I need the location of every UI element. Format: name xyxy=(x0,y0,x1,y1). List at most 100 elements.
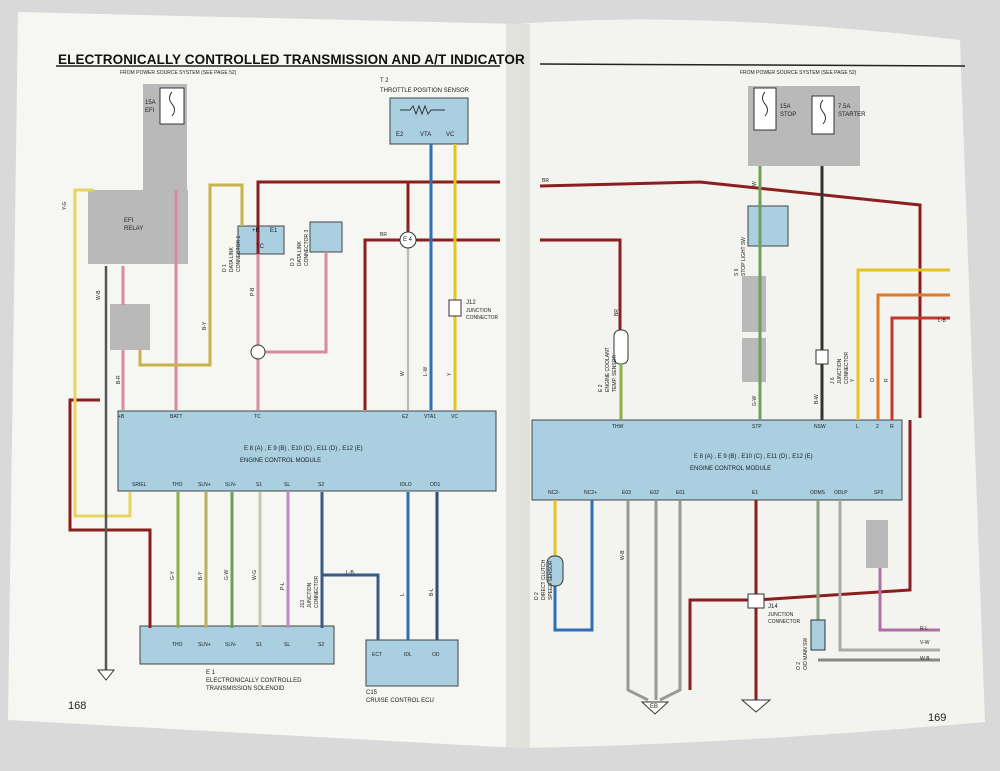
ecm-pin: SL xyxy=(284,482,291,488)
wire-label: Y xyxy=(447,372,453,376)
wire-label: BR xyxy=(614,309,620,316)
stop-switch-code: S 6 xyxy=(734,268,740,276)
dlc3-sub: CONNECTOR 3 xyxy=(304,229,310,266)
wire-label: L-W xyxy=(423,366,429,376)
e4-label: E 4 xyxy=(403,237,413,243)
cruise-code: C15 xyxy=(366,690,378,696)
sensor-pin-vta: VTA xyxy=(420,132,432,138)
ecm-label-right: ENGINE CONTROL MODULE xyxy=(690,466,772,472)
wire-label: V-W xyxy=(920,640,930,646)
dlc3-label: D 3 xyxy=(290,258,296,266)
dlc1-pin-tc: TC xyxy=(256,244,264,250)
wire-label: L-B xyxy=(346,570,354,576)
wire-label: BR xyxy=(380,232,387,238)
stop-switch-name: STOP LIGHT SW xyxy=(741,237,747,276)
ecm-pin: S2 xyxy=(318,482,325,488)
ecm-pin: S1 xyxy=(256,482,263,488)
solenoid-name: ELECTRONICALLY CONTROLLED xyxy=(206,678,302,684)
wire-label: B-Y xyxy=(198,571,204,580)
wire-label: P-B xyxy=(250,287,256,296)
od-switch-code: O 2 xyxy=(796,661,802,670)
j12-code: J12 xyxy=(466,300,476,306)
wire-label: G-Y xyxy=(170,571,176,580)
dlc1-sub: CONNECTOR 1 xyxy=(236,235,242,272)
wire-label: G-W xyxy=(752,395,758,406)
page-number-left: 168 xyxy=(68,700,87,712)
temp-sensor-name: ENGINE COOLANT xyxy=(605,347,611,392)
temp-sensor-code: E 2 xyxy=(598,384,604,392)
wire-label: B-Y xyxy=(202,321,208,330)
ecm-pin: NSW xyxy=(814,424,826,430)
power-note: FROM POWER SOURCE SYSTEM (SEE PAGE 52) xyxy=(120,70,237,76)
ecm-pin: SP2 xyxy=(874,490,884,496)
ecm-pin: IDLO xyxy=(400,482,412,488)
wire-label: P-L xyxy=(280,582,286,590)
ecm-pin: SRIEL xyxy=(132,482,147,488)
fuse-stop: 15A xyxy=(780,104,791,110)
ecm-pin: E1 xyxy=(752,490,759,496)
j14-code: J14 xyxy=(768,604,778,610)
fuse-label: 15A xyxy=(145,100,156,106)
ecm-pin: TC xyxy=(254,414,261,420)
ecm-pin: E01 xyxy=(676,490,685,496)
dlc3-name: DATA LINK xyxy=(297,241,303,266)
ecm-pin: E2 xyxy=(402,414,409,420)
ecm-pin: ODLP xyxy=(834,490,848,496)
j13-sub: CONNECTOR xyxy=(314,575,320,608)
ecm-pin: VC xyxy=(451,414,458,420)
ecm-pin: E03 xyxy=(622,490,631,496)
page-title: ELECTRONICALLY CONTROLLED TRANSMISSION A… xyxy=(58,52,525,67)
j6-code: J 6 xyxy=(830,377,836,384)
j13-code: J13 xyxy=(300,599,306,608)
speed-sensor-name: DIRECT CLUTCH xyxy=(541,559,547,600)
dlc1-pin-b: +B xyxy=(252,228,260,234)
wire-label: Y-G xyxy=(62,201,68,210)
ecm-pin: STP xyxy=(752,424,762,430)
solenoid-pin: S2 xyxy=(318,642,325,648)
ecm-pin: L xyxy=(856,424,859,430)
solenoid-pin: S1 xyxy=(256,642,263,648)
cruise-pin: IDL xyxy=(404,652,412,658)
wire-label: L-B xyxy=(938,318,946,324)
page-number-right: 169 xyxy=(928,712,947,724)
cruise-pin: OD xyxy=(432,652,440,658)
ecm-pin: BATT xyxy=(170,414,183,420)
wire-label: B-L xyxy=(429,588,435,596)
speed-sensor-code: D 2 xyxy=(534,592,540,600)
wire-label: W-B xyxy=(620,550,626,560)
ecm-pin: 2 xyxy=(876,424,879,430)
sensor-pin-e2: E2 xyxy=(396,132,404,138)
solenoid-pin: SLN+ xyxy=(198,642,211,648)
ecm-pin: THO xyxy=(172,482,183,488)
relay-label: EFI xyxy=(124,218,134,224)
ecm-pin: SLN+ xyxy=(198,482,211,488)
fuse-starter-sub: STARTER xyxy=(838,112,866,118)
j14-name: JUNCTION xyxy=(768,612,794,618)
wire-label: G-W xyxy=(224,569,230,580)
wire-label: BR xyxy=(542,178,549,184)
ecm-pin: VTA1 xyxy=(424,414,437,420)
wire-label: W xyxy=(752,181,758,186)
wire-label: R-L xyxy=(920,626,929,632)
wire-label: W-B xyxy=(96,290,102,300)
ecm-pin: R xyxy=(890,424,894,430)
dlc1-name: DATA LINK xyxy=(229,247,235,272)
j14-sub: CONNECTOR xyxy=(768,619,801,625)
dlc1-pin-e1: E1 xyxy=(270,228,278,234)
solenoid-code: E 1 xyxy=(206,670,216,676)
solenoid-sub: TRANSMISSION SOLENOID xyxy=(206,686,285,692)
j6-name: JUNCTION xyxy=(837,358,843,384)
j12-sub: CONNECTOR xyxy=(466,315,499,321)
wire-label: L xyxy=(400,593,406,596)
ecm-pin: ODMS xyxy=(810,490,825,496)
od-switch-name: O/D MAIN SW xyxy=(803,637,809,670)
sensor-code: T 2 xyxy=(380,78,389,84)
solenoid-pin: SLN- xyxy=(225,642,237,648)
ecm-label-left: ENGINE CONTROL MODULE xyxy=(240,458,322,464)
temp-sensor-sub: TEMP. SENSOR xyxy=(612,354,618,392)
solenoid-pin: SL xyxy=(284,642,291,648)
power-note-right: FROM POWER SOURCE SYSTEM (SEE PAGE 52) xyxy=(740,70,857,76)
j13-name: JUNCTION xyxy=(307,582,313,608)
wire-label: B-W xyxy=(814,394,820,404)
wire-label: B-R xyxy=(116,375,122,384)
